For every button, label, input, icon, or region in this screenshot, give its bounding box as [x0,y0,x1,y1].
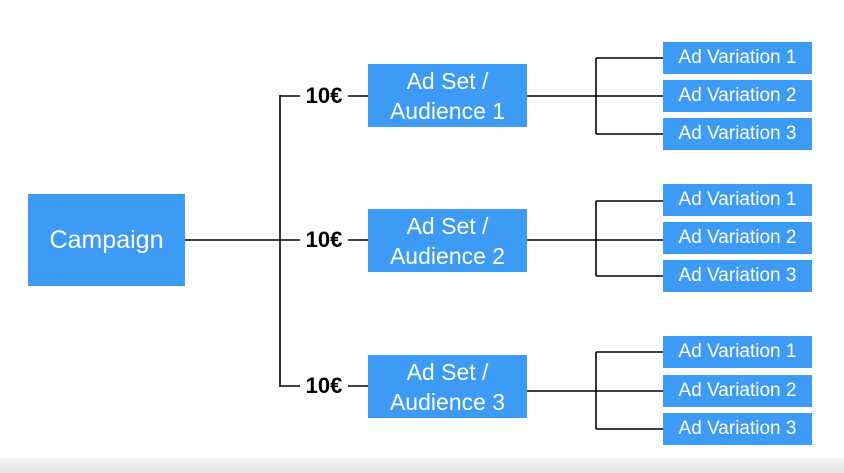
adset-3-variation-1: Ad Variation 1 [663,336,812,368]
adset-1-variation-1: Ad Variation 1 [663,42,812,74]
adset-3-budget: 10€ [300,373,348,398]
adset-2-variation-2: Ad Variation 2 [663,222,812,254]
adset-1-budget: 10€ [300,83,348,108]
adset-1-line2: Audience 1 [389,97,506,124]
adset-2-variation-1: Ad Variation 1 [663,184,812,216]
campaign-label: Campaign [49,225,164,254]
campaign-box: Campaign [28,194,185,286]
adset-1-box: Ad Set / Audience 1 [368,64,527,127]
adset-2-line1: Ad Set / [406,212,489,239]
adset-3-line2: Audience 3 [389,388,506,415]
adset-3-line1: Ad Set / [406,358,489,385]
adset-1-line1: Ad Set / [406,67,489,94]
adset-1-variation-2: Ad Variation 2 [663,80,812,112]
adset-2-box: Ad Set / Audience 2 [368,209,527,272]
adset-2-variation-3: Ad Variation 3 [663,260,812,292]
adset-3-variation-3: Ad Variation 3 [663,413,812,445]
adset-2-line2: Audience 2 [389,242,506,269]
adset-3-variation-2: Ad Variation 2 [663,375,812,407]
adset-3-box: Ad Set / Audience 3 [368,355,527,418]
bottom-edge-shade [0,458,844,473]
adset-1-variation-3: Ad Variation 3 [663,118,812,150]
adset-2-budget: 10€ [300,227,348,252]
